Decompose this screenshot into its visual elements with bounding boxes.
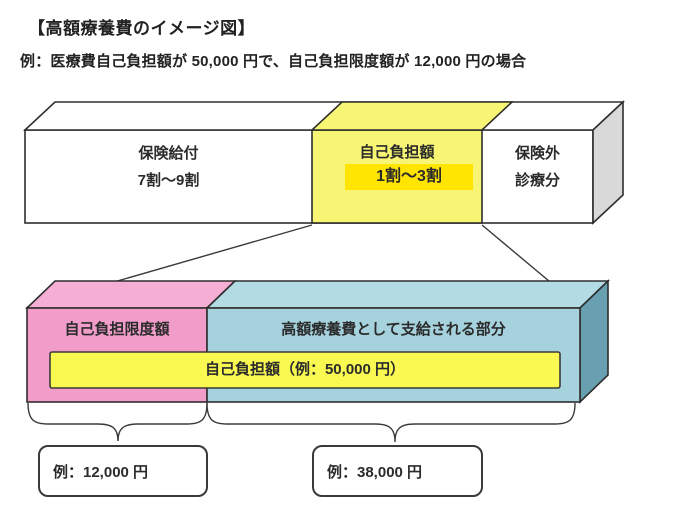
- bottom-bar-box: [25, 279, 610, 404]
- brace-right: [206, 402, 576, 443]
- callout-limit-example-text: 例：12,000 円: [53, 463, 149, 481]
- diagram-title: 【高額療養費のイメージ図】: [28, 19, 256, 38]
- top-bar-yellow-top-face: [309, 101, 515, 131]
- bottom-bar-pink-top-face: [25, 280, 237, 309]
- label-kogaku-paid-portion: 高額療養費として支給される部分: [281, 321, 506, 338]
- top-bar-side-face: [592, 100, 624, 225]
- label-non-insurance: 保険外: [514, 145, 560, 162]
- top-bar-front-face: [24, 129, 594, 224]
- top-bar-box: [22, 100, 626, 225]
- inner-yellow-bar: [49, 351, 561, 389]
- label-self-pay-amount: 自己負担額: [359, 144, 435, 161]
- brace-left: [27, 402, 208, 442]
- bottom-bar-blue-top-face: [205, 280, 610, 309]
- callout-limit-example: 例：12,000 円: [38, 445, 208, 497]
- callout-paid-example: 例：38,000 円: [312, 445, 483, 497]
- label-non-insurance-line2: 診療分: [514, 172, 560, 189]
- label-insurance-benefit-ratio: 7割〜9割: [137, 172, 200, 189]
- label-self-pay-ratio-highlight: 1割〜3割: [345, 164, 473, 190]
- label-inner-self-pay-example: 自己負担額（例：50,000 円）: [204, 361, 406, 378]
- label-self-pay-limit: 自己負担限度額: [64, 321, 170, 338]
- callout-paid-example-text: 例：38,000 円: [327, 463, 423, 481]
- label-insurance-benefit: 保険給付: [138, 145, 199, 162]
- diagram-subtitle: 例：医療費自己負担額が 50,000 円で、自己負担限度額が 12,000 円の…: [20, 53, 527, 70]
